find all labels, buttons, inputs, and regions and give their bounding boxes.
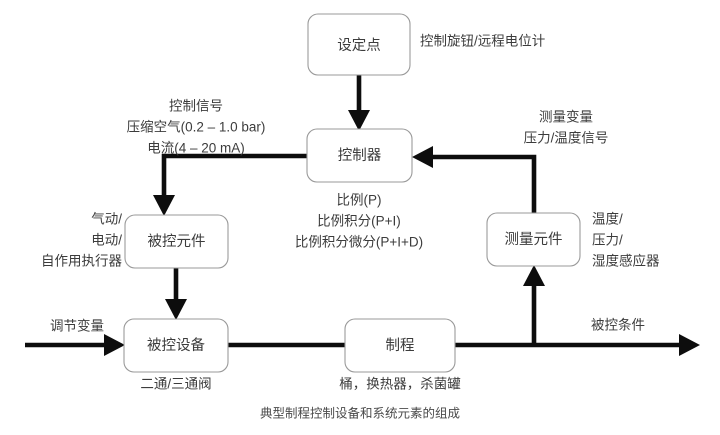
arrowhead-right [679,334,700,356]
arrowhead-up [523,265,545,286]
valve-types-note: 二通/三通阀 [140,377,211,392]
connector-controlled-element-to-equipment [165,268,187,320]
process-types-note: 桶，换热器，杀菌罐 [339,377,461,392]
actuator-types-note: 气动/ 电动/ 自作用执行器 [41,212,122,269]
measuring-element-box-shape [486,212,581,267]
actuator-types-line-2: 电动/ [91,233,122,248]
box-controlled-equipment[interactable]: 被控设备 [123,318,229,373]
measured-variable-note: 测量变量 压力/温度信号 [524,110,609,146]
connector-measuring-element-to-controller [412,146,537,213]
controlled-equipment-label: 被控设备 [147,337,205,354]
control-signal-line-2: 压缩空气(0.2 – 1.0 bar) [127,120,266,135]
arrowhead-down [153,195,175,216]
setpoint-label: 设定点 [337,37,381,54]
sensor-types-line-3: 湿度感应器 [592,253,660,269]
box-process[interactable]: 制程 [344,318,456,373]
sensor-types-note: 温度/ 压力/ 湿度感应器 [592,212,660,269]
actuator-types-line-3: 自作用执行器 [41,254,122,269]
measured-variable-line-1: 测量变量 [539,110,593,125]
controller-box-shape [306,128,413,183]
sensor-types-line-1: 温度/ [592,212,623,227]
arrowhead-right [104,334,125,356]
box-controlled-element[interactable]: 被控元件 [124,214,229,269]
connector-output-to-measuring-element [523,265,545,345]
measured-variable-line-2: 压力/温度信号 [524,131,609,146]
controlled-element-box-shape [124,214,229,269]
diagram-caption: 典型制程控制设备和系统元素的组成 [260,405,460,420]
manipulated-variable-note: 调节变量 [50,319,104,334]
control-signal-line-3: 电流(4 – 20 mA) [147,141,245,156]
setpoint-box-shape [307,13,411,76]
controlled-element-label: 被控元件 [148,233,206,250]
setpoint-note: 控制旋钮/远程电位计 [420,34,545,49]
controlled-equipment-box-shape [123,318,229,373]
controller-modes-line-1: 比例(P) [337,193,382,208]
sensor-types-line-2: 压力/ [592,233,623,248]
process-label: 制程 [386,337,415,354]
control-signal-line-1: 控制信号 [169,99,223,114]
measuring-element-label: 测量元件 [505,231,563,248]
connector-manipulated-variable-input [25,334,125,356]
arrowhead-down [348,110,370,131]
arrowhead-left [412,146,433,168]
controller-label: 控制器 [338,147,382,164]
connector-controller-to-controlled-element [153,153,307,216]
connector-setpoint-to-controller [348,75,370,131]
controller-modes-note: 比例(P) 比例积分(P+I) 比例积分微分(P+I+D) [295,193,423,250]
process-box-shape [344,318,456,373]
actuator-types-line-1: 气动/ [91,212,122,227]
box-controller[interactable]: 控制器 [306,128,413,183]
controller-modes-line-2: 比例积分(P+I) [317,214,401,229]
box-setpoint[interactable]: 设定点 [307,13,411,76]
box-measuring-element[interactable]: 测量元件 [486,212,581,267]
control-signal-note: 控制信号 压缩空气(0.2 – 1.0 bar) 电流(4 – 20 mA) [127,99,266,156]
arrowhead-down [165,299,187,320]
controller-modes-line-3: 比例积分微分(P+I+D) [295,235,423,250]
connector-process-output [455,334,700,356]
controlled-condition-note: 被控条件 [591,317,645,333]
